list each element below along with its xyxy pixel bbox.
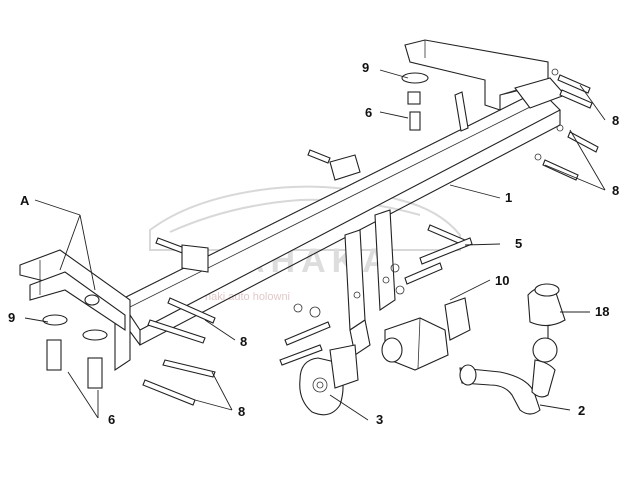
callout-ball-cap: 18 [595, 304, 609, 319]
washer-nut-left [42, 294, 108, 389]
callout-nut-left-bottom: 6 [108, 412, 115, 427]
ball-neck [459, 337, 558, 415]
socket-bracket [299, 344, 359, 416]
bolts-left [142, 237, 216, 406]
center-plates [344, 209, 396, 356]
bolts-lower-center [279, 303, 331, 366]
ball-cap [527, 283, 566, 338]
right-side-bracket [404, 39, 566, 111]
callout-bolts-left: 8 [240, 334, 247, 349]
callout-bolts-top-right-2: 8 [612, 183, 619, 198]
watermark-tagline: haki auto holowni [205, 291, 290, 303]
left-side-bracket [19, 249, 131, 372]
callout-bolts-bottom: 8 [238, 404, 245, 419]
callout-bolt-set-right: 5 [515, 236, 522, 251]
callout-washer-left: 9 [8, 310, 15, 325]
bolts-right-center [390, 224, 473, 295]
upper-clamp-plate [307, 149, 361, 181]
callout-bolts-top-right-1: 8 [612, 113, 619, 128]
callout-nut-left-top: 6 [365, 105, 372, 120]
callout-group-a: A [20, 193, 30, 208]
washer-nut-top [401, 72, 469, 132]
electrical-socket [381, 297, 471, 371]
callout-socket: 10 [495, 273, 509, 288]
leader-lines [24, 69, 606, 421]
callout-socket-bracket: 3 [376, 412, 383, 427]
callout-washer-top: 9 [362, 60, 369, 75]
callout-ball-neck: 2 [578, 403, 585, 418]
callout-crossbar: 1 [505, 190, 512, 205]
